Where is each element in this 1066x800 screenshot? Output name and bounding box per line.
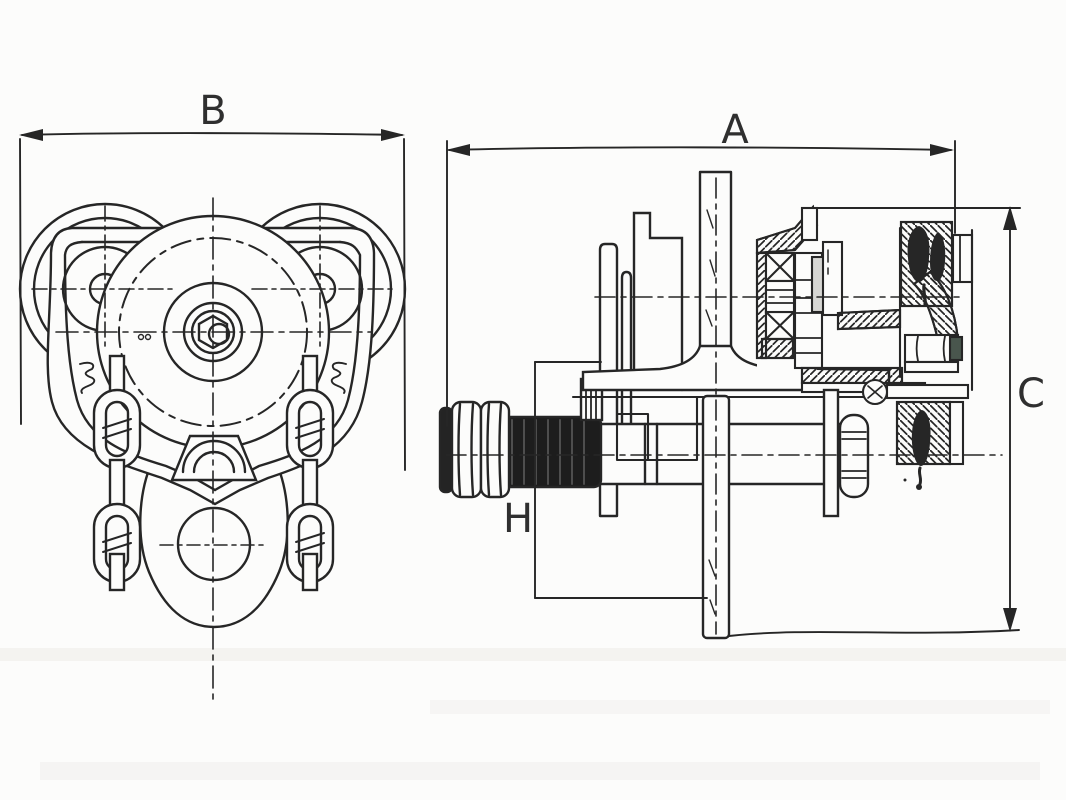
chain-link-barrel <box>838 413 870 499</box>
chain-clip-left <box>79 361 96 394</box>
suspension-saddle <box>170 434 258 482</box>
dim-label-a: A <box>721 107 749 153</box>
dim-label-h: H <box>503 496 533 542</box>
dimension-c <box>728 206 1020 637</box>
axle-bolt <box>861 378 970 406</box>
hand-chain-right <box>285 354 335 592</box>
bearing-boxes <box>764 251 796 341</box>
dimension-a <box>446 140 956 427</box>
wheel-hub-block <box>571 395 907 462</box>
chain-clip-right <box>330 361 347 394</box>
side-plate-right-edge <box>822 388 840 518</box>
shaft-washer <box>438 406 454 494</box>
shackle-hole <box>176 506 252 582</box>
dimension-b <box>19 129 406 471</box>
paper-noise <box>0 648 1066 780</box>
hand-chain-left <box>92 354 142 592</box>
section-centerlines <box>445 177 1003 635</box>
threaded-shaft-end <box>497 415 603 489</box>
dimension-h <box>534 361 708 599</box>
dim-label-b: B <box>199 88 226 134</box>
dim-label-c: C <box>1017 371 1045 417</box>
wheel-hub-nut <box>903 333 964 374</box>
hand-chain-wheel-section <box>800 220 974 490</box>
gear-cluster <box>755 204 1022 370</box>
i-beam-section <box>581 170 891 392</box>
front-centerlines <box>31 197 395 701</box>
adjusting-nuts <box>450 400 511 499</box>
trolley-front-view <box>18 129 407 701</box>
trolley-side-section <box>438 140 1022 640</box>
